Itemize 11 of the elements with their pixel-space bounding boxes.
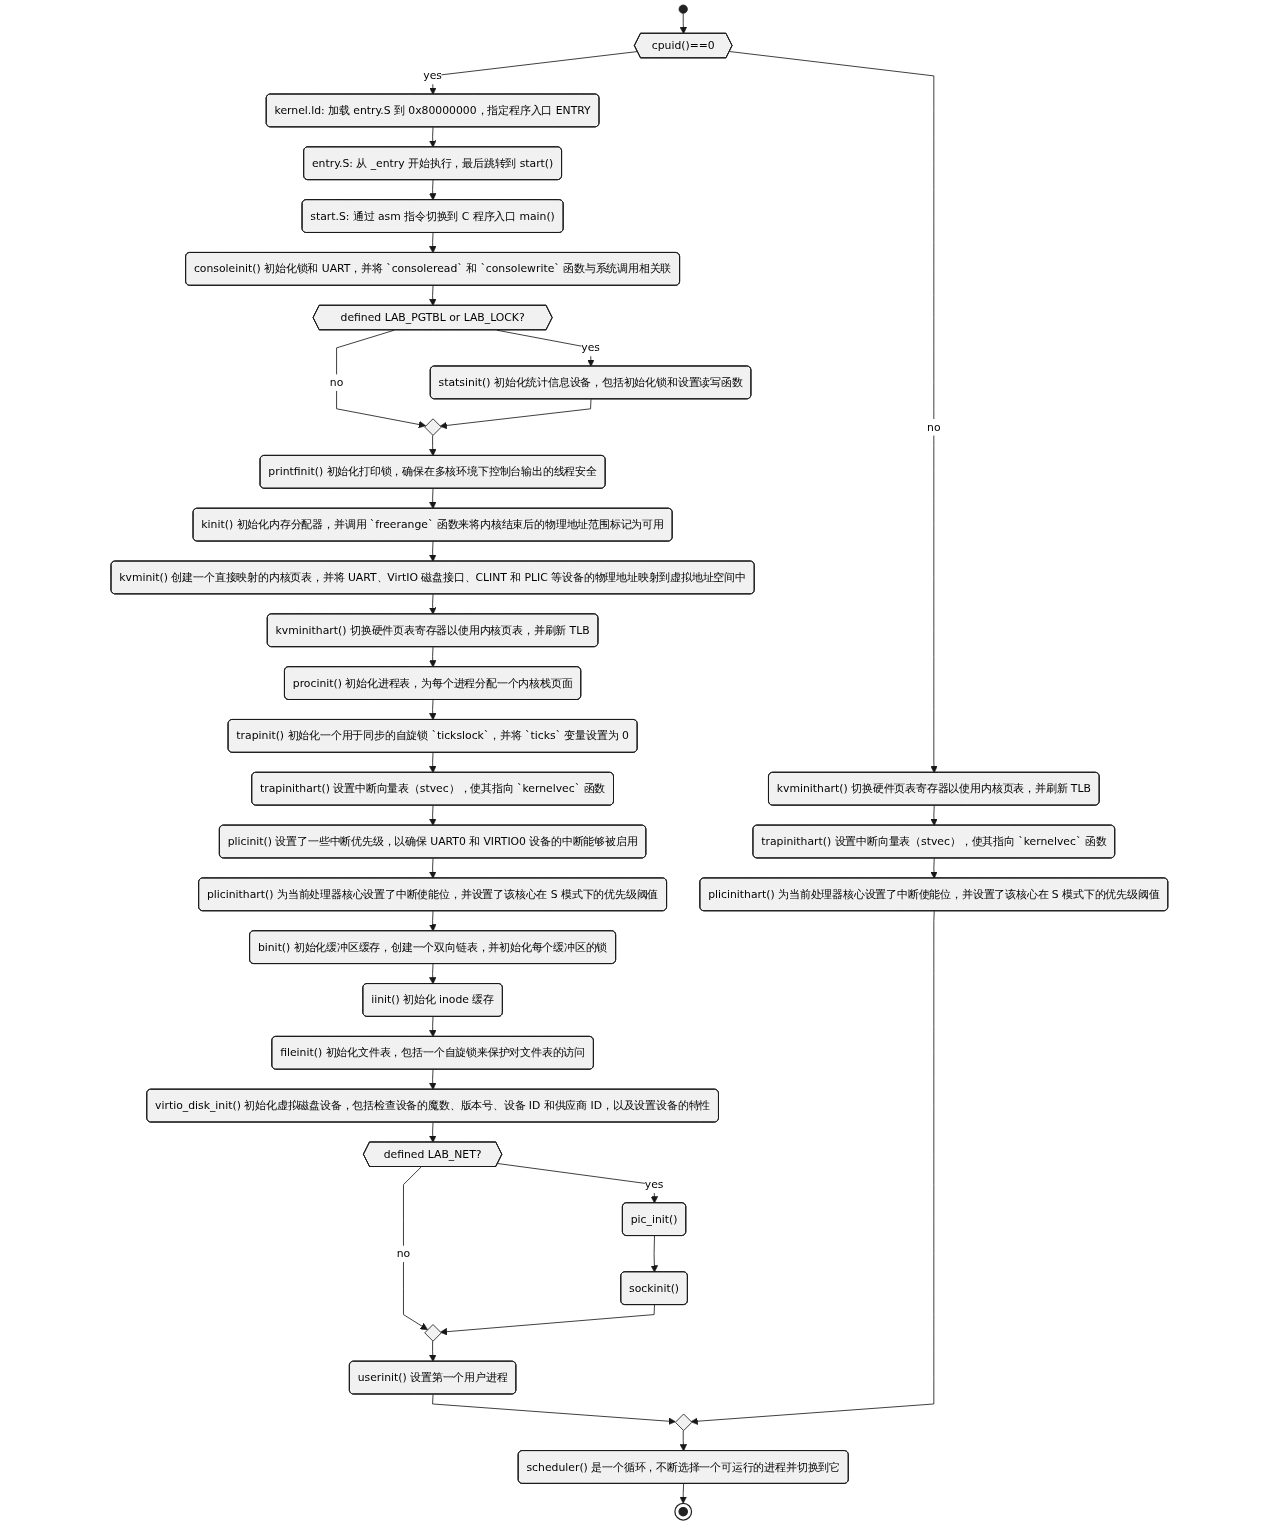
node-diamond	[674, 1413, 692, 1431]
node-diamond	[423, 1324, 442, 1342]
edge-label: yes	[422, 69, 442, 82]
edge-label: no	[926, 420, 941, 434]
node-circle	[673, 1502, 692, 1521]
edge-label: no	[396, 1247, 410, 1260]
node-diamond	[423, 418, 442, 436]
edge-label: no	[329, 375, 343, 389]
edge-label: yes	[580, 341, 600, 354]
edge-label: yes	[644, 1178, 664, 1191]
node-circle	[678, 4, 688, 14]
